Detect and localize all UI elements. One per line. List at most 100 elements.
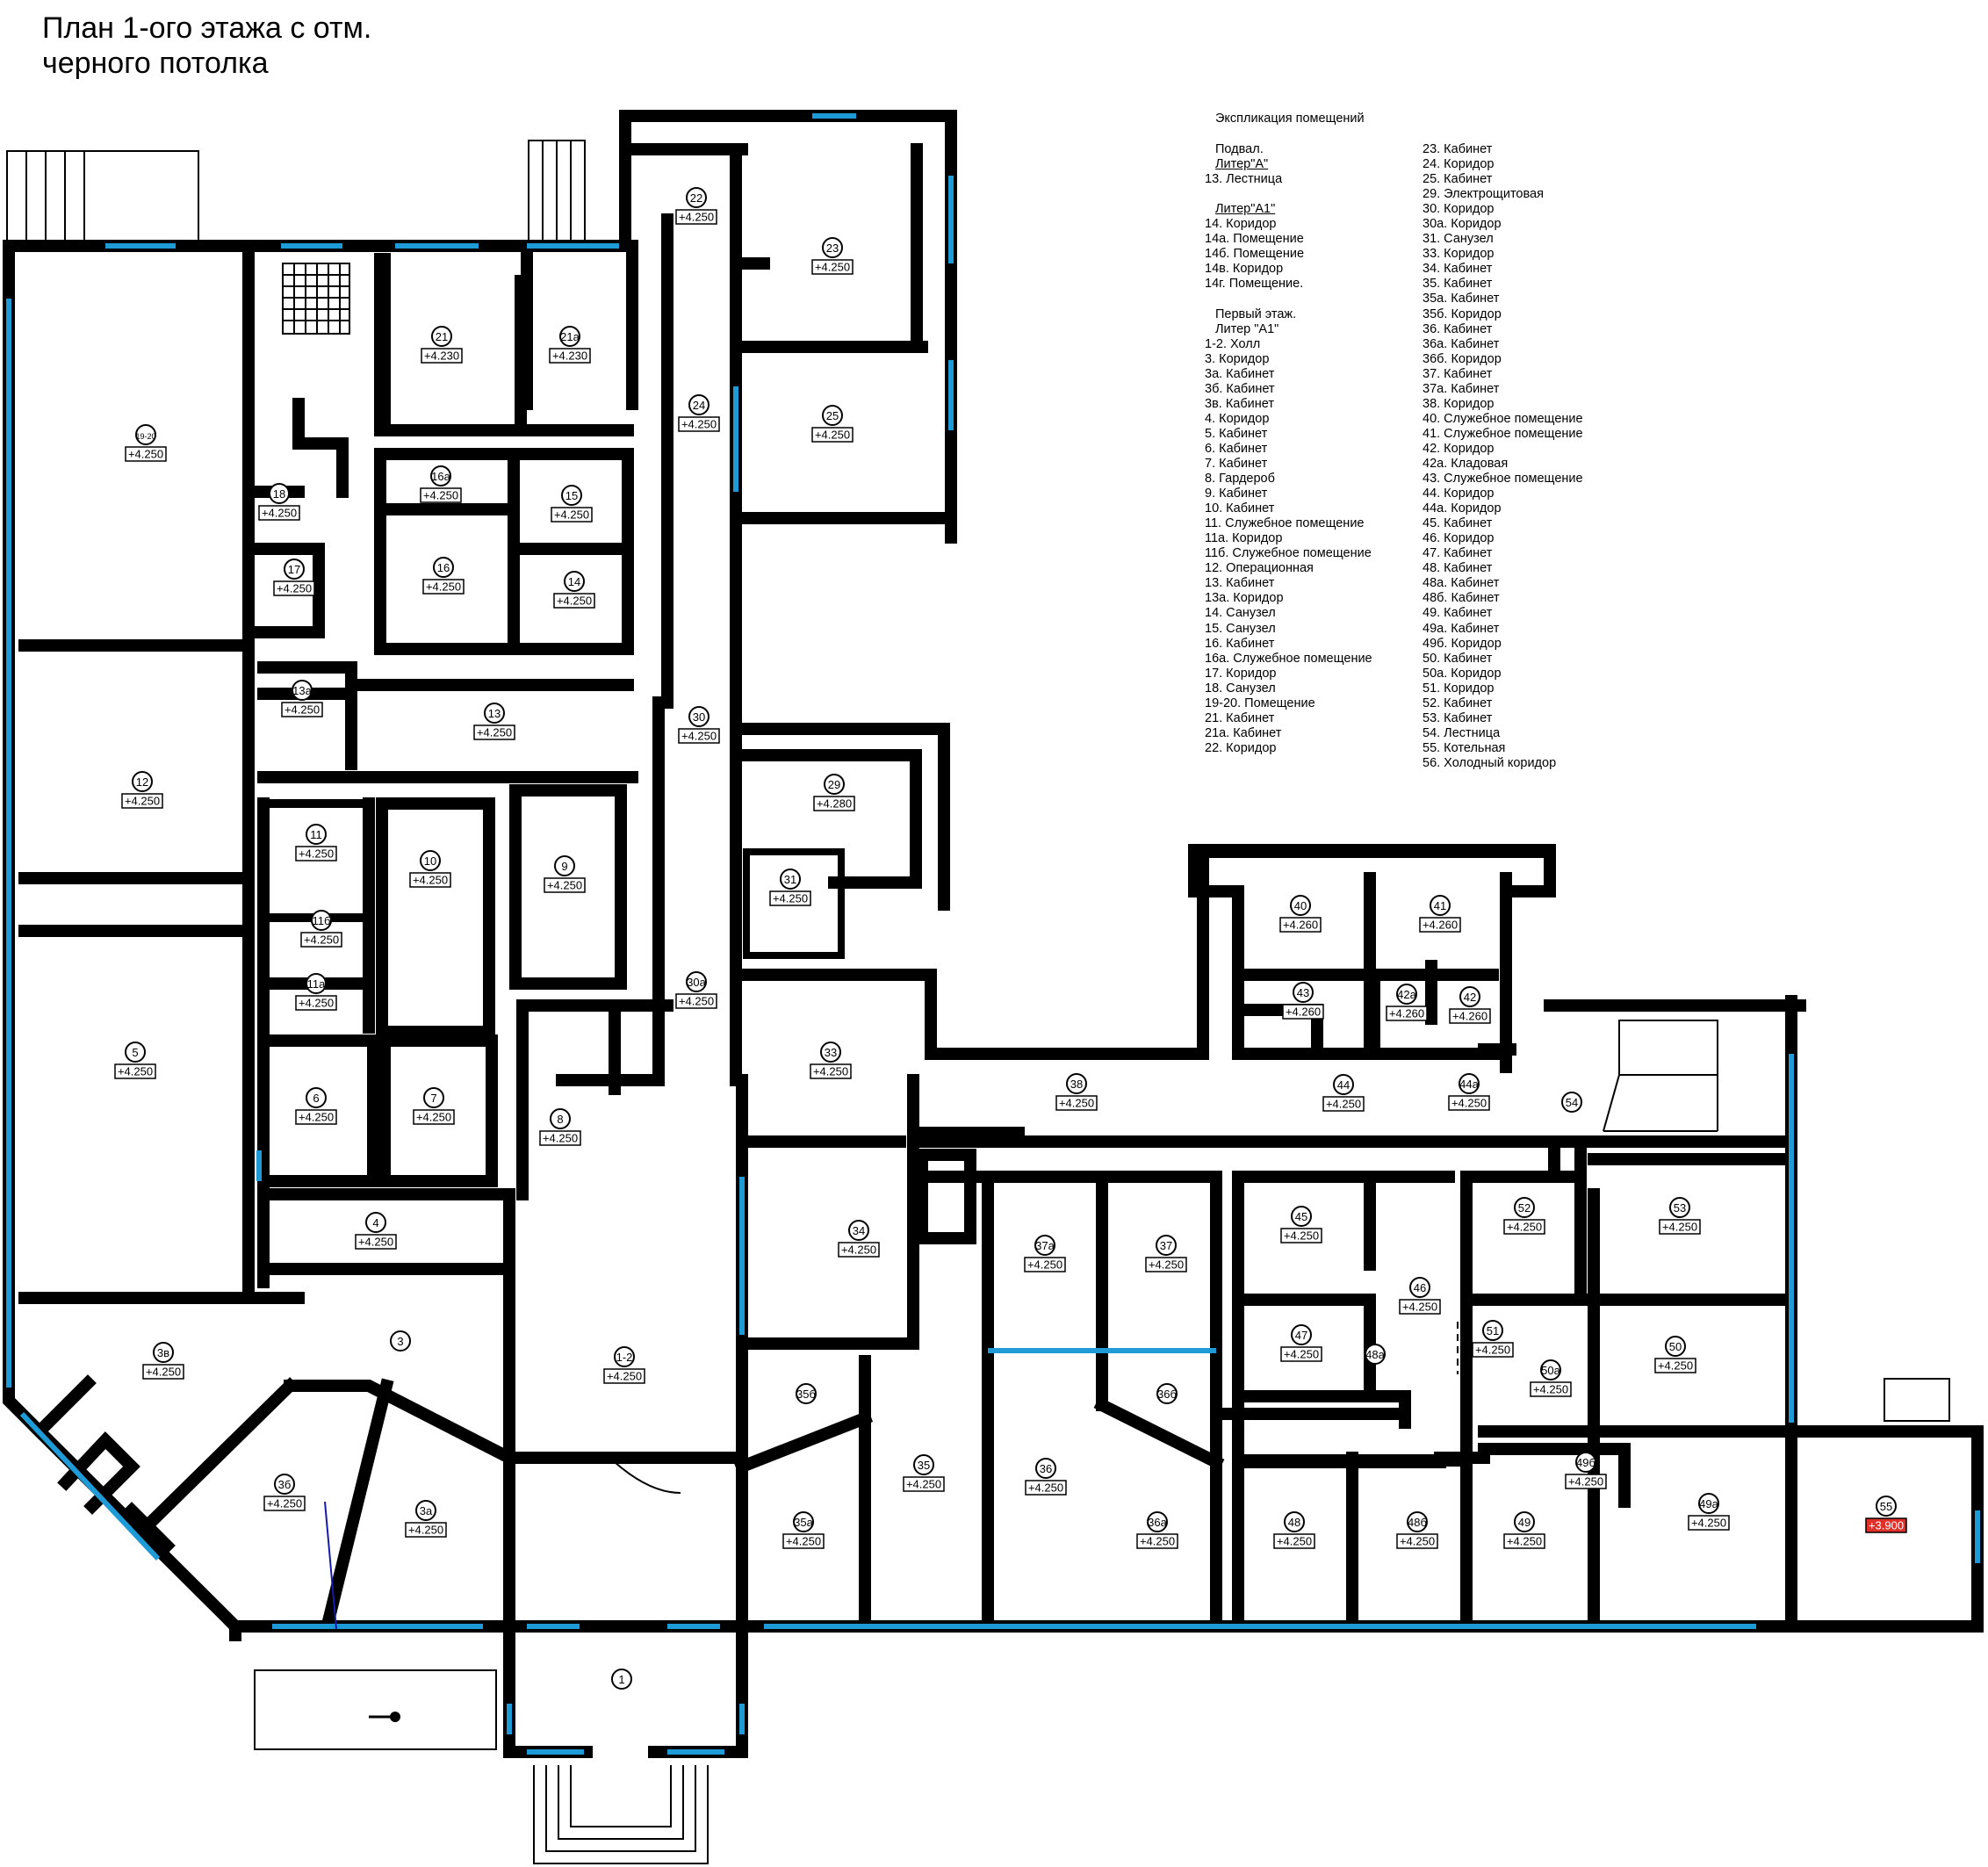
- stair-grid: [282, 263, 350, 335]
- explication-entry: Литер"А": [1215, 157, 1269, 172]
- elevation-box: [295, 846, 337, 861]
- room-number-circle: [1035, 1458, 1056, 1479]
- elevation-box: [1279, 917, 1322, 933]
- room-label: 42+4.260: [1449, 986, 1491, 1024]
- elevation-box: [281, 702, 323, 717]
- elevation-box: [678, 416, 720, 432]
- room-number-circle: [913, 1454, 934, 1475]
- room-label: 13а+4.250: [281, 680, 323, 717]
- room-label: 18+4.250: [258, 483, 300, 521]
- room-number: 5: [132, 1046, 138, 1059]
- elevation-mark: +4.250: [125, 795, 160, 808]
- elevation-mark: +4.250: [299, 847, 334, 861]
- room-label: 50+4.250: [1654, 1336, 1696, 1373]
- explication-entry: 19-20. Помещение: [1205, 696, 1315, 710]
- explication-entry: 35. Кабинет: [1423, 277, 1493, 292]
- explication-entry: 48. Кабинет: [1423, 561, 1493, 576]
- elevation-mark: +4.250: [1658, 1359, 1693, 1373]
- explication-entry: 13а. Коридор: [1205, 591, 1284, 606]
- room-label: 44а+4.250: [1448, 1073, 1490, 1111]
- elevation-mark: +4.250: [815, 429, 850, 442]
- elevation-mark: +4.250: [1149, 1258, 1184, 1272]
- room-label: 11б+4.250: [300, 910, 342, 948]
- room-number: 42а: [1397, 988, 1416, 1001]
- room-label: 13+4.250: [473, 703, 515, 740]
- room-number: 34: [853, 1224, 865, 1237]
- explication-entry: 23. Кабинет: [1423, 142, 1493, 156]
- room-label: 54: [1561, 1092, 1582, 1113]
- room-label: 14+4.250: [553, 571, 595, 609]
- explication-entry: 46. Коридор: [1423, 531, 1495, 546]
- elevation-box: [1282, 1004, 1324, 1020]
- elevation-box: [1503, 1219, 1545, 1235]
- elevation-box: [1396, 1533, 1438, 1549]
- elevation-box: [675, 993, 717, 1009]
- room-label: 44+4.250: [1322, 1074, 1365, 1112]
- room-number: 3в: [157, 1346, 169, 1359]
- elevation-mark: +4.250: [786, 1535, 821, 1548]
- room-label: 1-2+4.250: [603, 1346, 645, 1384]
- room-number: 52: [1518, 1201, 1531, 1215]
- elevation-box: [1280, 1346, 1322, 1362]
- room-number-circle: [1034, 1235, 1055, 1256]
- room-number-circle: [390, 1330, 411, 1352]
- explication-entry: 3. Коридор: [1205, 351, 1270, 366]
- room-number-circle: [820, 1042, 841, 1063]
- room-number: 24: [693, 399, 705, 412]
- elevation-box: [811, 259, 854, 275]
- room-number-circle: [430, 465, 451, 487]
- elevation-mark: +4.250: [815, 261, 850, 274]
- elevation-box: [1280, 1228, 1322, 1243]
- room-number: 3: [397, 1335, 403, 1348]
- elevation-mark: +4.230: [552, 350, 587, 363]
- room-label: 46+4.250: [1399, 1277, 1441, 1315]
- elevation-box: [1025, 1480, 1067, 1496]
- room-label: 12+4.250: [121, 771, 163, 809]
- room-number: 41: [1434, 899, 1446, 912]
- explication-entry: 54. Лестница: [1423, 725, 1501, 740]
- elevation-box: [300, 932, 342, 948]
- elevation-mark: +4.250: [607, 1370, 642, 1383]
- room-label: 6+4.250: [295, 1087, 337, 1125]
- details: [324, 1322, 1459, 1630]
- elevation-box: [355, 1234, 397, 1250]
- room-label: 8+4.250: [539, 1108, 581, 1146]
- room-label: 1: [611, 1669, 632, 1690]
- explication-entry: 35б. Коридор: [1423, 306, 1502, 321]
- elevation-mark: +4.250: [1402, 1301, 1437, 1314]
- explication-entry: 41. Служебное помещение: [1423, 426, 1583, 441]
- room-number: 48б: [1408, 1516, 1427, 1529]
- elevation-mark: +4.250: [1400, 1535, 1435, 1548]
- room-number: 13а: [292, 684, 312, 697]
- room-number: 11: [310, 828, 322, 841]
- room-number-circle: [311, 910, 332, 931]
- elevation-mark: +4.280: [817, 797, 852, 811]
- room-number: 3а: [420, 1504, 433, 1517]
- explication-entry: 48б. Кабинет: [1423, 591, 1500, 606]
- room-number: 29: [828, 778, 840, 791]
- explication-entry: 50а. Коридор: [1423, 666, 1502, 681]
- elevation-mark: +4.250: [543, 1132, 578, 1145]
- explication-entry: 14г. Помещение.: [1205, 277, 1304, 292]
- elevation-mark: +4.250: [146, 1366, 181, 1379]
- room-label: 52+4.250: [1503, 1197, 1545, 1235]
- explication-entry: 22. Коридор: [1205, 740, 1277, 755]
- room-number: 45: [1295, 1210, 1307, 1223]
- room-label: 3а+4.250: [405, 1500, 447, 1538]
- room-number-circle: [824, 774, 845, 795]
- elevation-mark: +3.900: [1869, 1519, 1904, 1532]
- room-number-circle: [306, 973, 327, 994]
- elevation-mark: +4.250: [1691, 1517, 1726, 1530]
- explication-entry: 49. Кабинет: [1423, 606, 1493, 621]
- elevation-mark: +4.250: [1140, 1535, 1175, 1548]
- explication-entry: 40. Служебное помещение: [1423, 411, 1583, 426]
- elevation-box: [1448, 1095, 1490, 1111]
- explication-entry: 44. Коридор: [1423, 487, 1495, 501]
- room-number-circle: [1409, 1277, 1430, 1298]
- explication-entry: 33. Коридор: [1423, 247, 1495, 262]
- elevation-mark: +4.250: [304, 934, 339, 947]
- room-number-circle: [848, 1220, 869, 1241]
- room-number: 1: [618, 1673, 624, 1686]
- room-number-circle: [1156, 1235, 1177, 1256]
